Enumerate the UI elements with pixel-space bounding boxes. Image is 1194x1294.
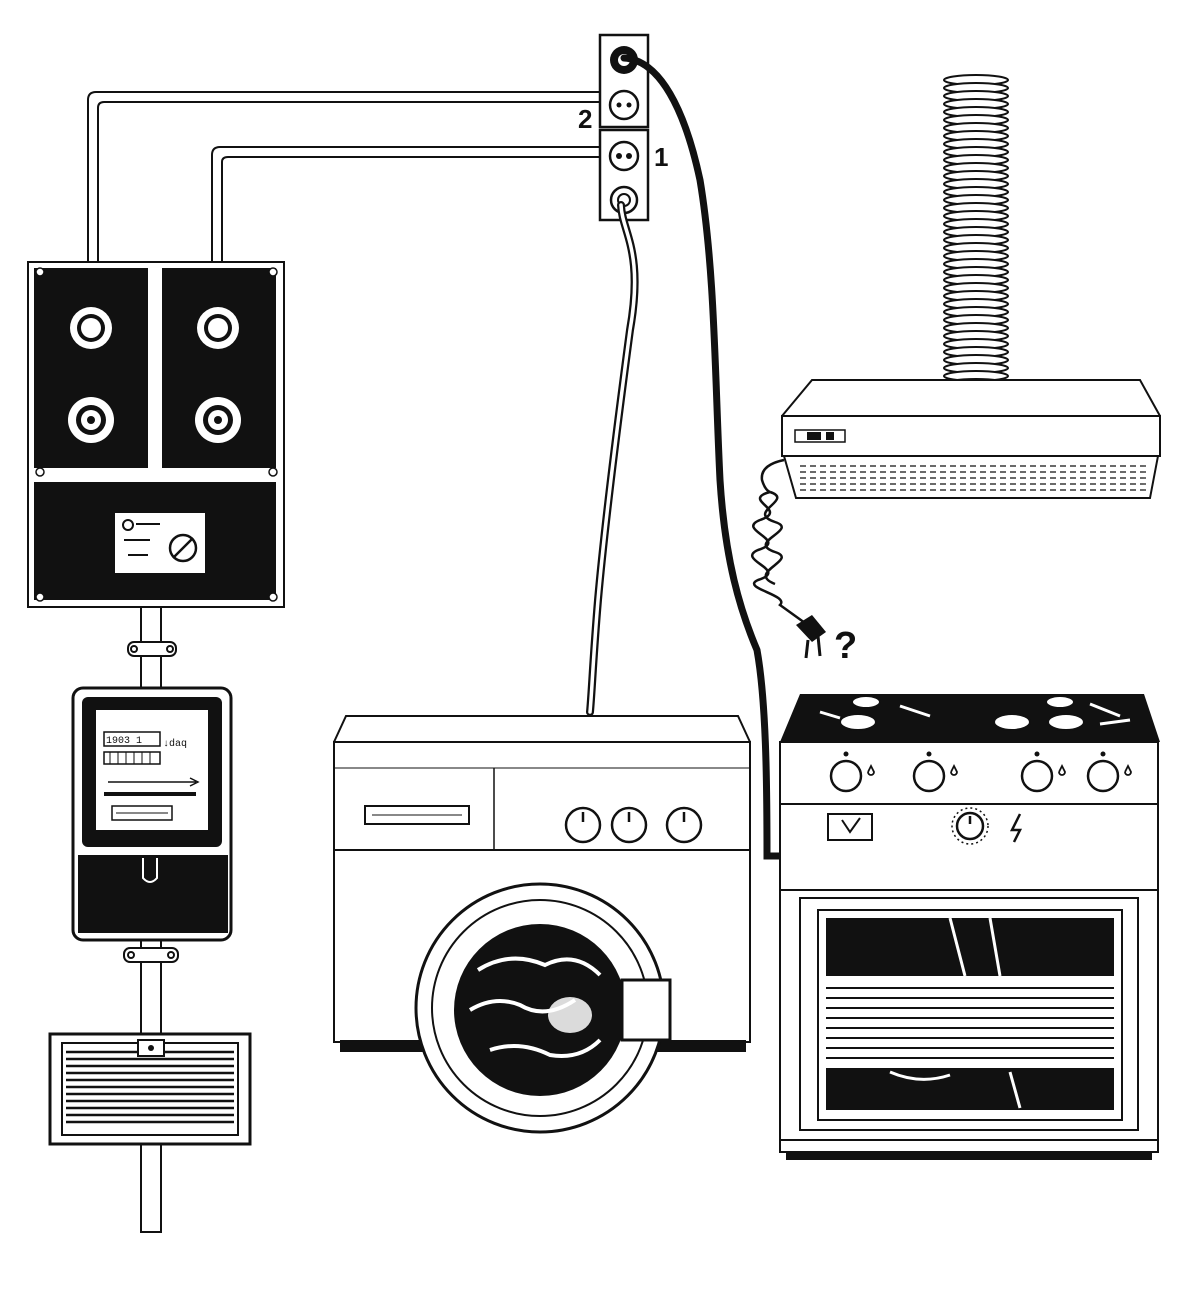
burner [1045, 695, 1085, 731]
cooker-cable [620, 54, 789, 860]
hood-buttons [794, 429, 846, 443]
fuse [70, 307, 112, 349]
washer-knob [610, 806, 648, 844]
svg-text:1903 1: 1903 1 [106, 736, 142, 747]
fuse [68, 397, 114, 443]
burner [839, 695, 881, 731]
electricity-meter: 1903 1 ↓daq [71, 686, 233, 942]
plug-question-mark: ? [834, 625, 857, 667]
oven-door [799, 897, 1139, 1131]
fuse [195, 397, 241, 443]
pipe-clamp [127, 641, 177, 657]
main-switch [113, 511, 207, 575]
oven-thermostat-knob [951, 807, 989, 845]
fuse [197, 307, 239, 349]
wall-socket-panel: 2 1 [578, 33, 668, 222]
socket-2-label: 2 [578, 104, 592, 134]
svg-text:↓daq: ↓daq [163, 738, 187, 750]
wall-grille-plate [48, 1032, 252, 1146]
cooker-knob [829, 751, 875, 793]
cooker-knob [1086, 751, 1132, 793]
pipe-clamp [123, 947, 179, 963]
unplugged-plug-icon [796, 615, 826, 659]
flexible-duct [943, 74, 1009, 398]
detergent-drawer [364, 805, 470, 825]
burner [993, 713, 1031, 731]
cooker-clock [827, 813, 873, 841]
socket-2 [608, 89, 640, 121]
gas-cooker [779, 694, 1160, 1160]
cables [586, 54, 789, 860]
supply-conduit [123, 606, 179, 1233]
supply-wires [87, 91, 602, 265]
washing-machine [333, 715, 751, 1134]
washer-knob [564, 806, 602, 844]
fuse-box [27, 261, 285, 608]
cooker-knob [1020, 751, 1066, 793]
cooker-knob [912, 751, 958, 793]
hood-cable [750, 458, 806, 625]
washer-door [414, 882, 672, 1134]
extractor-hood: ? [750, 74, 1161, 667]
socket-1 [608, 140, 640, 172]
socket-1-label: 1 [654, 142, 668, 172]
washer-knob [665, 806, 703, 844]
lightning-icon [1009, 813, 1023, 843]
